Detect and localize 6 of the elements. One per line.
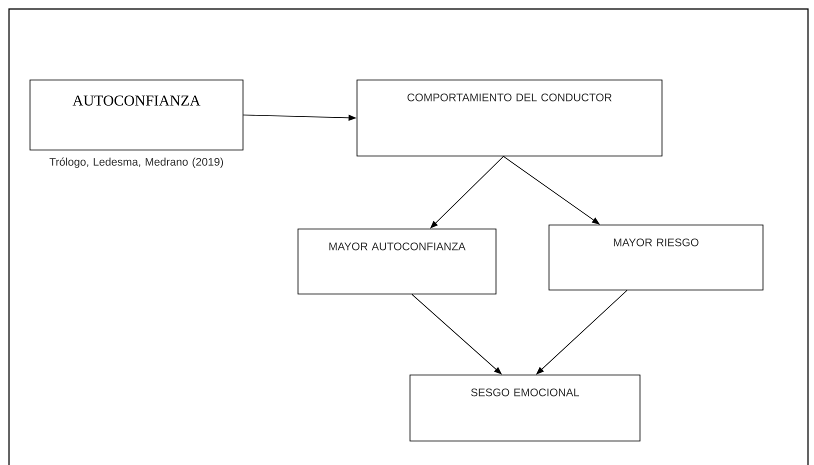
citation-text: Trólogo, Ledesma, Medrano (2019) xyxy=(50,158,224,168)
process-box: SESGO EMOCIONAL xyxy=(410,374,640,442)
process-box: MAYOR AUTOCONFIANZA xyxy=(298,228,496,294)
process-box: AUTOCONFIANZA xyxy=(30,80,244,150)
process-box: COMPORTAMIENTO DEL CONDUCTOR xyxy=(356,80,662,156)
process-box: MAYOR RIESGO xyxy=(548,224,764,290)
